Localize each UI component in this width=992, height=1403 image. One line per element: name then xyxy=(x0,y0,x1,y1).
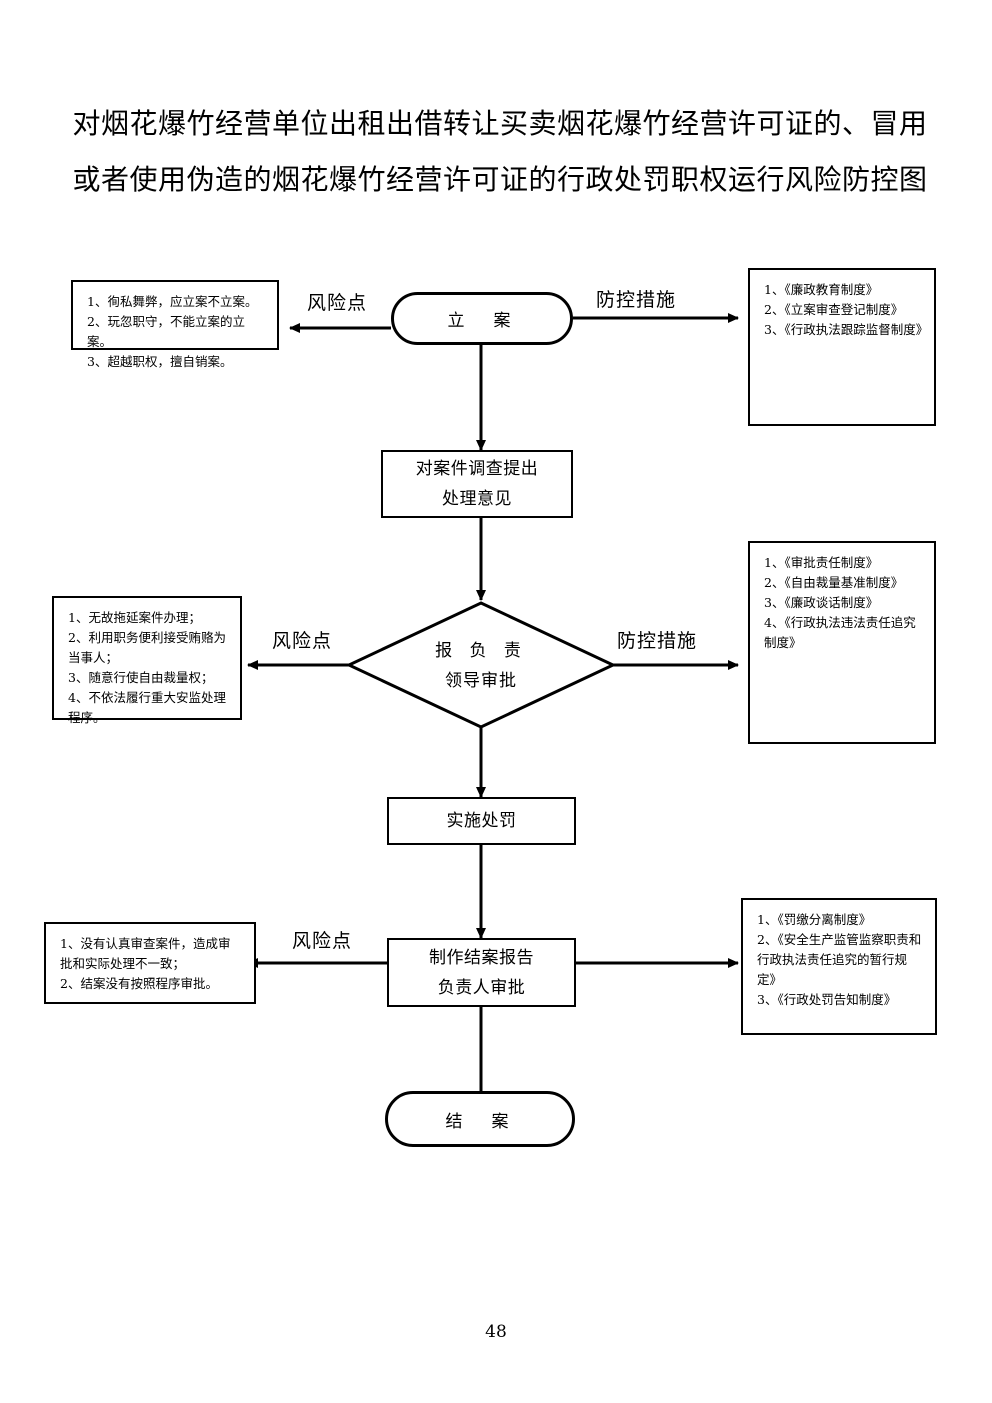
edge-label-risk-approval: 风险点 xyxy=(272,630,333,652)
flow-node-decision[interactable]: 报 负 责 领导审批 xyxy=(381,630,581,702)
edge-label-measure-approval: 防控措施 xyxy=(617,630,698,652)
measure-item: 3、《廉政谈话制度》 xyxy=(764,595,879,610)
measure-item: 1、《审批责任制度》 xyxy=(764,555,879,570)
risk-box-approval: 1、无故拖延案件办理； 2、利用职务便利接受贿赂为当事人； 3、随意行使自由裁量… xyxy=(52,596,242,725)
risk-item: 1、无故拖延案件办理； xyxy=(68,610,201,625)
flow-node-penalty[interactable]: 实施处罚 xyxy=(387,797,576,845)
measure-item: 1、《廉政教育制度》 xyxy=(764,282,879,297)
measure-box-closing: 1、《罚缴分离制度》 2、《安全生产监管监察职责和行政执法责任追究的暂行规定》 … xyxy=(741,898,937,1035)
risk-item: 2、利用职务便利接受贿赂为当事人； xyxy=(68,630,226,665)
flow-node-investigate-line-2: 处理意见 xyxy=(442,489,512,509)
measure-box-approval: 1、《审批责任制度》 2、《自由裁量基准制度》 3、《廉政谈话制度》 4、《行政… xyxy=(748,541,936,744)
measure-item: 2、《自由裁量基准制度》 xyxy=(764,575,904,590)
measure-item: 2、《立案审查登记制度》 xyxy=(764,302,904,317)
flow-node-report-line-1: 制作结案报告 xyxy=(429,947,534,968)
flow-node-decision-line-1: 报 负 责 xyxy=(435,641,527,661)
risk-item: 3、随意行使自由裁量权； xyxy=(68,670,214,685)
flow-node-decision-line-2: 领导审批 xyxy=(445,671,517,691)
flow-node-end-label: 结 案 xyxy=(445,1111,515,1132)
flow-node-investigate-line-1: 对案件调查提出 xyxy=(415,459,539,479)
risk-box-filing: 1、徇私舞弊，应立案不立案。 2、玩忽职守，不能立案的立案。 3、超越职权，擅自… xyxy=(71,280,279,369)
page-number: 48 xyxy=(485,1322,507,1342)
risk-item: 3、超越职权，擅自销案。 xyxy=(87,354,233,369)
flow-node-penalty-label: 实施处罚 xyxy=(446,811,517,831)
measure-item: 4、《行政执法违法责任追究制度》 xyxy=(764,615,916,650)
flow-node-start[interactable]: 立 案 xyxy=(391,292,573,345)
risk-item: 1、徇私舞弊，应立案不立案。 xyxy=(87,294,258,309)
edge-label-risk-closing: 风险点 xyxy=(292,930,353,952)
risk-item: 4、不依法履行重大安监处理程序。 xyxy=(68,690,226,725)
risk-item: 1、没有认真审查案件，造成审批和实际处理不一致； xyxy=(60,936,231,971)
flow-node-start-label: 立 案 xyxy=(447,311,517,331)
measure-item: 3、《行政处罚告知制度》 xyxy=(757,992,897,1007)
page-title: 对烟花爆竹经营单位出租出借转让买卖烟花爆竹经营许可证的、冒用 或者使用伪造的烟花… xyxy=(60,96,940,208)
measure-box-filing: 1、《廉政教育制度》 2、《立案审查登记制度》 3、《行政执法跟踪监督制度》 xyxy=(748,268,936,426)
risk-item: 2、玩忽职守，不能立案的立案。 xyxy=(87,314,245,349)
edge-label-risk-filing: 风险点 xyxy=(307,292,368,314)
measure-item: 3、《行政执法跟踪监督制度》 xyxy=(764,322,929,337)
edge-label-measure-filing: 防控措施 xyxy=(596,289,677,311)
page-title-line-1: 对烟花爆竹经营单位出租出借转让买卖烟花爆竹经营许可证的、冒用 xyxy=(72,107,928,140)
page-title-line-2: 或者使用伪造的烟花爆竹经营许可证的行政处罚职权运行风险防控图 xyxy=(72,163,928,196)
flow-node-report-line-2: 负责人审批 xyxy=(437,977,526,998)
flow-node-investigate[interactable]: 对案件调查提出 处理意见 xyxy=(381,450,573,518)
flow-node-end[interactable]: 结 案 xyxy=(385,1091,575,1147)
measure-item: 2、《安全生产监管监察职责和行政执法责任追究的暂行规定》 xyxy=(757,932,922,987)
risk-box-closing: 1、没有认真审查案件，造成审批和实际处理不一致； 2、结案没有按照程序审批。 xyxy=(44,922,256,1004)
measure-item: 1、《罚缴分离制度》 xyxy=(757,912,872,927)
flow-node-report[interactable]: 制作结案报告 负责人审批 xyxy=(387,938,576,1007)
risk-item: 2、结案没有按照程序审批。 xyxy=(60,976,218,991)
